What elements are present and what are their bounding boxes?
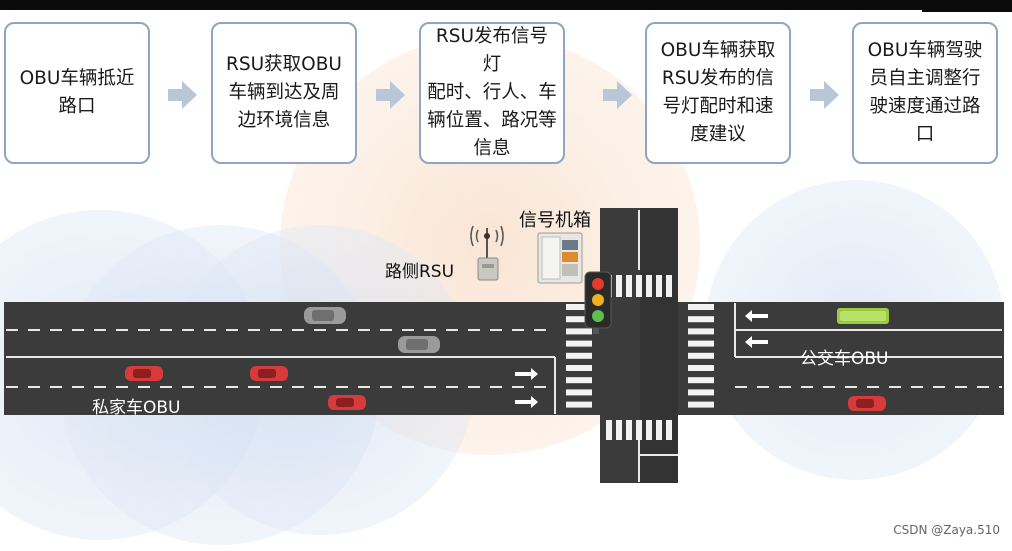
lane-arrow-straight-right: [515, 368, 538, 380]
crosswalk-stripe: [566, 304, 592, 310]
rsu-device-icon: [470, 225, 504, 281]
step-line: 度建议: [690, 124, 746, 145]
step-box-4: OBU车辆获取 RSU发布的信号灯配时和速度建议: [645, 22, 791, 164]
step-line: 路口: [58, 96, 96, 117]
crosswalk-stripe: [646, 275, 652, 297]
step-line: RSU获取OBU: [226, 54, 342, 75]
step-text: RSU获取OBU 车辆到达及周边环境信息: [226, 51, 342, 135]
step-line: RSU发布信号灯: [435, 26, 549, 75]
lane-arrow-left: [745, 336, 768, 348]
crosswalk-stripe: [656, 420, 662, 440]
crosswalk-stripe: [566, 377, 592, 384]
vertical-road-right-lane: [640, 208, 678, 483]
green-bus: [837, 308, 889, 324]
step-text: RSU发布信号灯配时、行人、车辆位置、路况等信息: [427, 23, 557, 163]
crosswalk-stripe: [688, 316, 714, 323]
crosswalk-stripe: [666, 275, 672, 297]
crosswalk-stripe: [688, 328, 714, 335]
step-text: OBU车辆驾驶员自主调整行驶速度通过路口: [868, 37, 983, 149]
crosswalk-stripe: [636, 275, 642, 297]
lane-arrow-left: [745, 310, 768, 322]
private-car-obu-label: 私家车OBU: [92, 398, 181, 418]
step-line: 驶速度通过路: [869, 96, 981, 117]
crosswalk-stripe: [626, 420, 632, 440]
step-line: OBU车辆驾驶: [867, 40, 983, 61]
crosswalk-stripe: [688, 365, 714, 371]
step-line: 边环境信息: [237, 110, 331, 131]
step-box-2: RSU获取OBU 车辆到达及周边环境信息: [211, 22, 357, 164]
signal-cabinet-label: 信号机箱: [519, 210, 591, 231]
step-box-1: OBU车辆抵近路口: [4, 22, 150, 164]
crosswalk-stripe: [566, 316, 592, 323]
crosswalk-stripe: [688, 352, 714, 359]
crosswalk-stripe: [666, 420, 672, 440]
flow-arrow-icon: [168, 81, 197, 109]
crosswalk-stripe: [626, 275, 632, 297]
step-line: 车辆到达及周: [228, 82, 340, 103]
crosswalks: [566, 275, 714, 440]
step-line: OBU车辆获取: [660, 40, 776, 61]
crosswalk-stripe: [646, 420, 652, 440]
watermark: CSDN @Zaya.510: [893, 523, 1000, 537]
gray-car: [398, 336, 440, 353]
step-line: 口: [915, 124, 935, 145]
top-black-bar-edge: [922, 0, 1012, 12]
roadside-rsu-label: 路侧RSU: [385, 262, 455, 282]
crosswalk-stripe: [566, 352, 592, 359]
bus-obu-label: 公交车OBU: [800, 349, 889, 369]
step-text: OBU车辆获取 RSU发布的信号灯配时和速度建议: [661, 37, 776, 149]
crosswalk-stripe: [616, 275, 622, 297]
flow-arrow-icon: [376, 81, 405, 109]
crosswalk-stripe: [688, 377, 714, 384]
step-box-5: OBU车辆驾驶员自主调整行驶速度通过路口: [852, 22, 998, 164]
crosswalk-stripe: [566, 328, 592, 335]
crosswalk-stripe: [688, 340, 714, 347]
crosswalk-stripe: [566, 389, 592, 396]
top-black-bar: [0, 0, 1012, 10]
step-line: 辆位置、路况等: [427, 110, 557, 131]
crosswalk-stripe: [656, 275, 662, 297]
lane-arrow-straight-right: [515, 396, 538, 408]
flow-arrow-icon: [603, 81, 632, 109]
crosswalk-stripe: [688, 304, 714, 310]
red-car: [328, 395, 366, 410]
step-box-3: RSU发布信号灯配时、行人、车辆位置、路况等信息: [419, 22, 565, 164]
crosswalk-stripe: [566, 365, 592, 371]
crosswalk-stripe: [636, 420, 642, 440]
step-line: OBU车辆抵近: [19, 68, 135, 89]
crosswalk-stripe: [566, 340, 592, 347]
red-car: [250, 366, 288, 381]
signal-cabinet-icon: [537, 232, 583, 284]
step-line: 号灯配时和速: [662, 96, 774, 117]
crosswalk-stripe: [688, 389, 714, 396]
traffic-light: [584, 271, 612, 334]
step-line: 信息: [473, 138, 511, 159]
red-car: [125, 366, 163, 381]
crosswalk-stripe: [606, 420, 612, 440]
crosswalk-stripe: [688, 401, 714, 408]
crosswalk-stripe: [616, 420, 622, 440]
red-car: [848, 396, 886, 411]
step-line: 配时、行人、车: [427, 82, 557, 103]
gray-car: [304, 307, 346, 324]
step-text: OBU车辆抵近路口: [20, 65, 135, 121]
flow-arrow-icon: [810, 81, 839, 109]
step-line: 员自主调整行: [869, 68, 981, 89]
crosswalk-stripe: [566, 401, 592, 408]
step-line: RSU发布的信: [661, 68, 775, 89]
